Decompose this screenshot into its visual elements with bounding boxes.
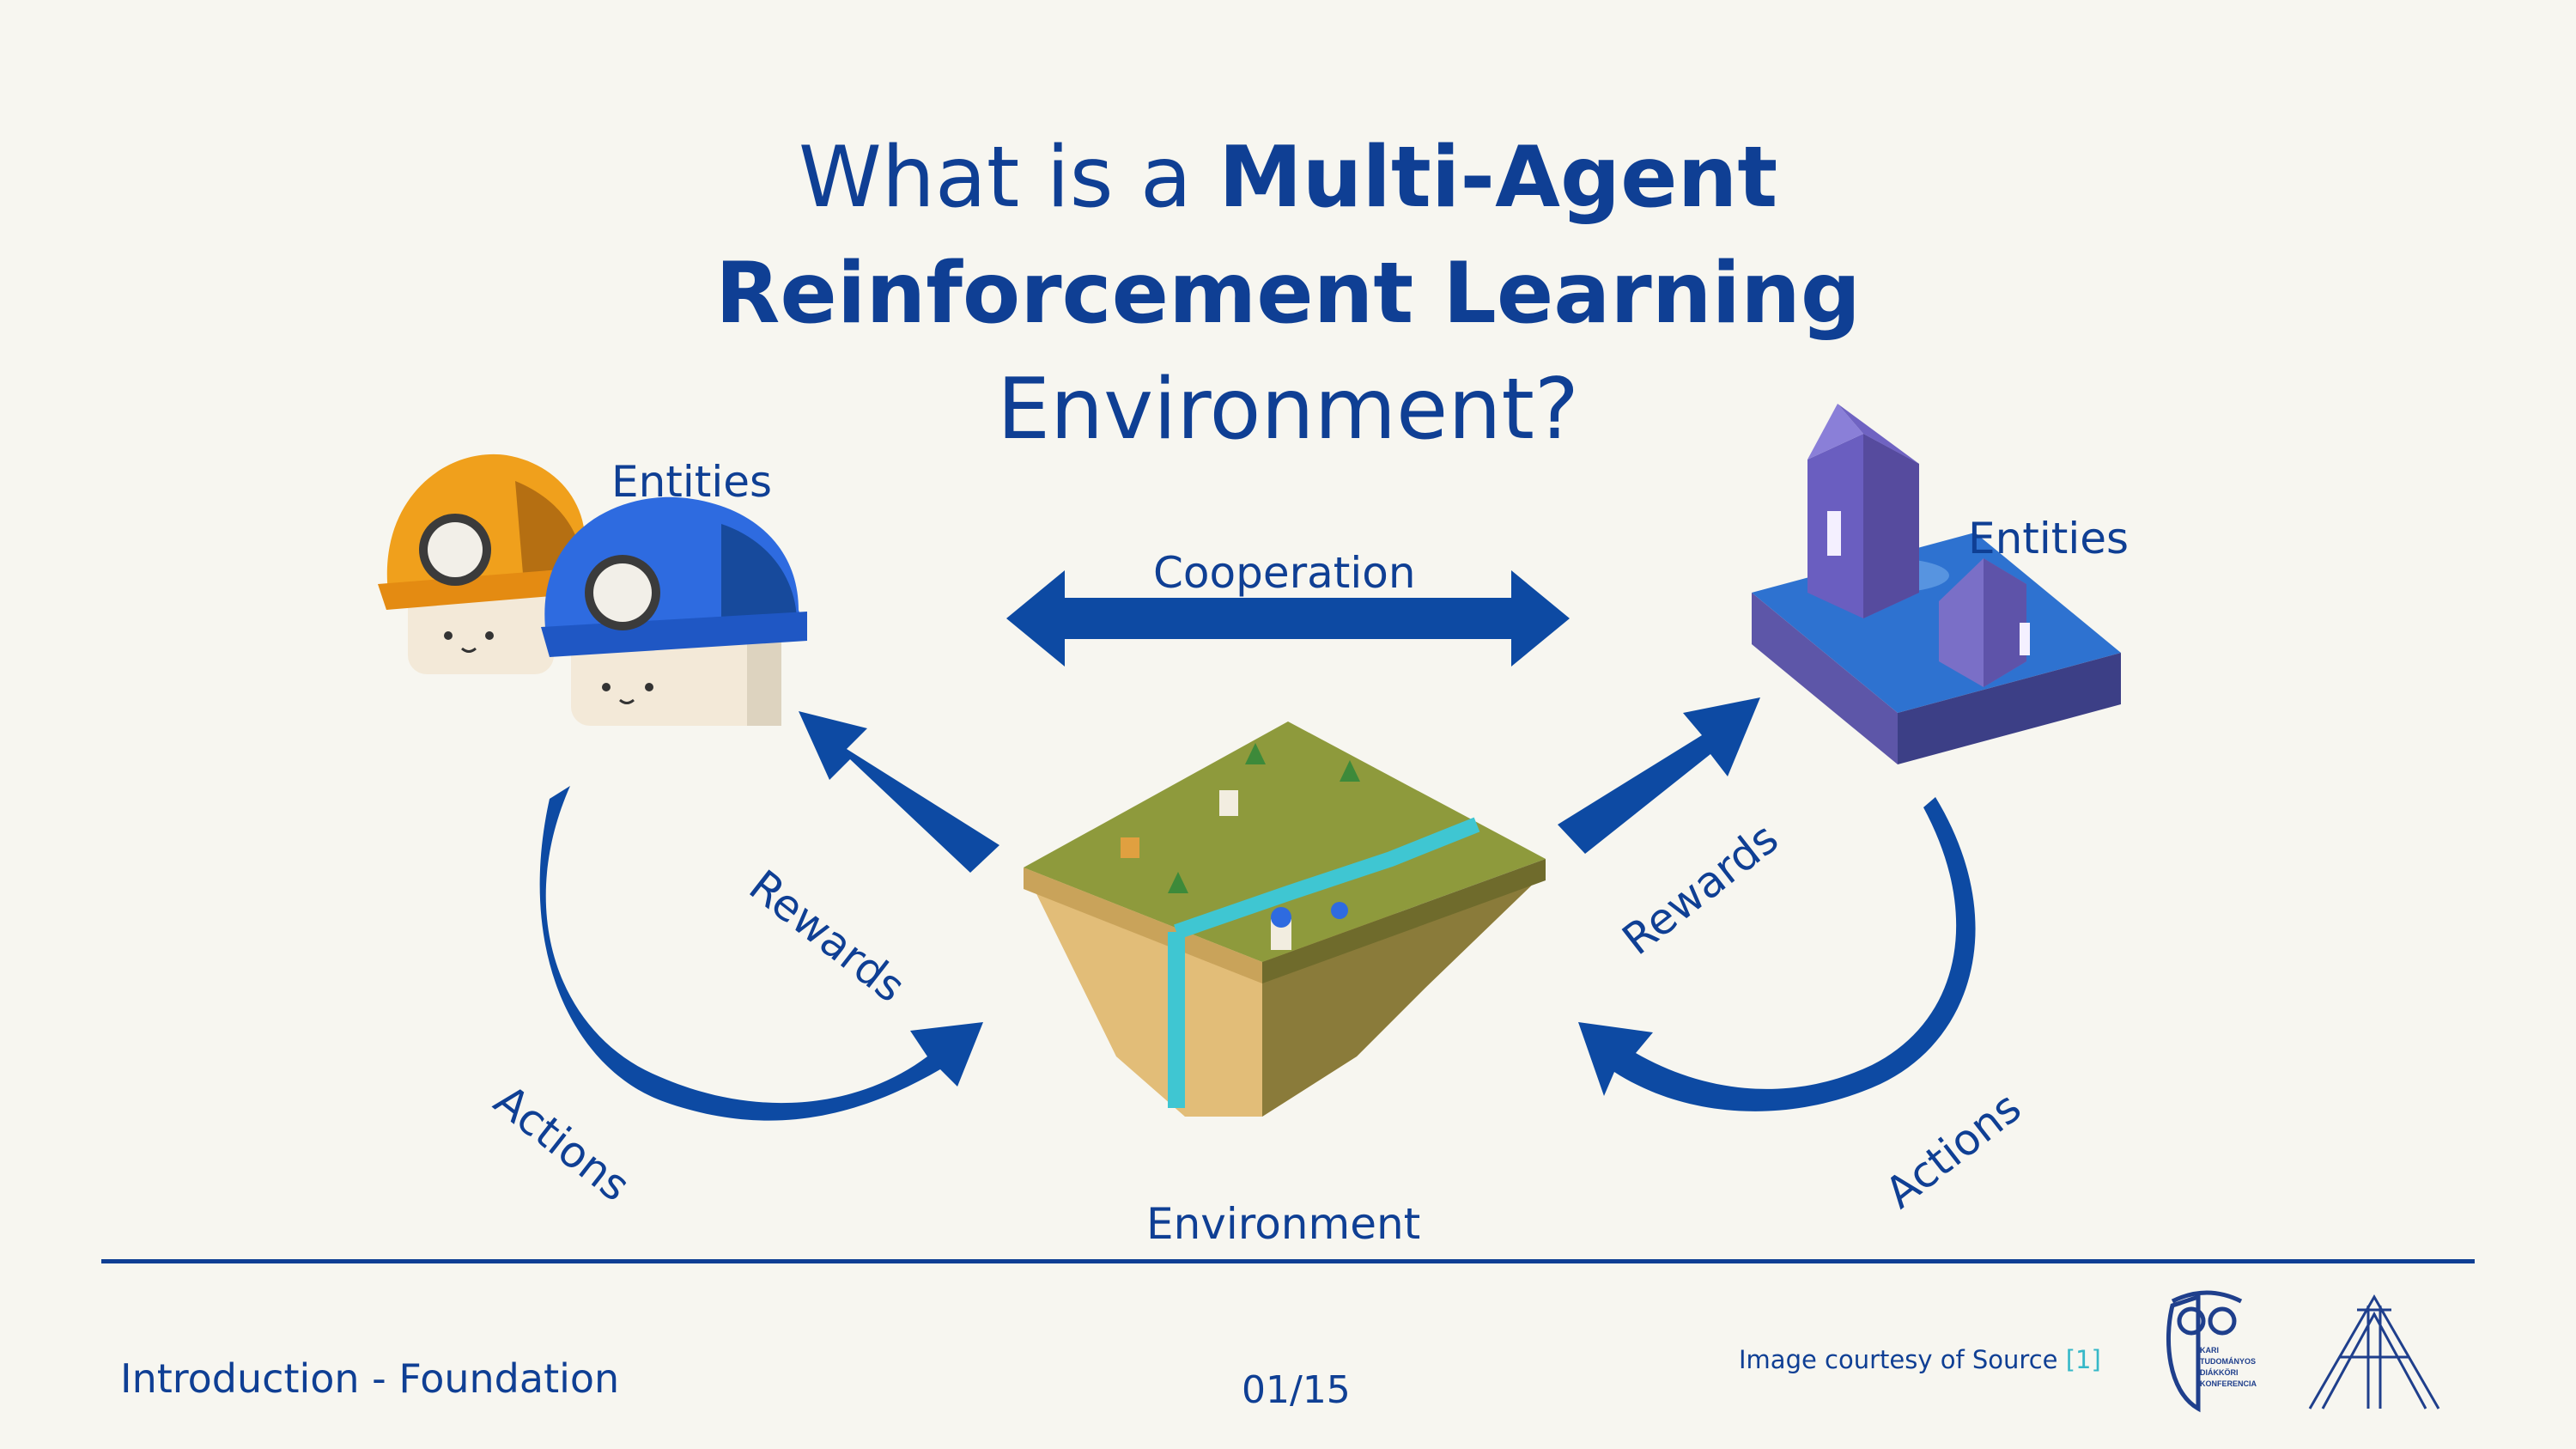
rewards-right-arrow <box>1558 697 1760 854</box>
slide-title: What is a Multi-Agent Reinforcement Lear… <box>0 120 2576 468</box>
logo-text-4: KONFERENCIA <box>2200 1379 2257 1388</box>
footer-divider <box>101 1259 2475 1263</box>
credit-reference-link[interactable]: [1] <box>2065 1345 2101 1374</box>
blue-agent-icon <box>541 496 807 726</box>
logo-text-3: DIÁKKÖRI <box>2200 1368 2239 1377</box>
title-line-1: What is a Multi-Agent <box>0 120 2576 236</box>
cooperation-label: Cooperation <box>1153 548 1416 598</box>
credit-text: Image courtesy of Source <box>1739 1345 2058 1374</box>
logo-text-1: KARI <box>2200 1346 2219 1355</box>
title-line-3: Environment? <box>0 352 2576 468</box>
actions-left-arrow <box>539 786 983 1121</box>
image-credit: Image courtesy of Source [1] <box>1739 1345 2101 1374</box>
ai-logo <box>2308 1294 2440 1409</box>
cooperation-arrow <box>1006 570 1570 667</box>
logo-text-2: TUDOMÁNYOS <box>2200 1357 2256 1366</box>
rewards-left-arrow <box>799 711 999 873</box>
title-bold-1: Multi-Agent <box>1218 129 1778 227</box>
buildings-icon <box>1752 404 2121 764</box>
environment-label: Environment <box>1146 1199 1421 1249</box>
kari-tdk-logo: KARI TUDOMÁNYOS DIÁKKÖRI KONFERENCIA <box>2166 1290 2257 1413</box>
actions-right-arrow <box>1578 797 1976 1111</box>
entities-right-label: Entities <box>1968 514 2129 563</box>
title-suffix: Environment? <box>997 361 1579 459</box>
title-line-2: Reinforcement Learning <box>0 236 2576 352</box>
footer-section: Introduction - Foundation <box>120 1355 620 1402</box>
page-number: 01/15 <box>1242 1368 1351 1412</box>
entities-left-label: Entities <box>611 457 773 507</box>
title-prefix: What is a <box>798 129 1192 227</box>
environment-island-icon <box>1024 721 1546 1117</box>
title-bold-2: Reinforcement Learning <box>714 245 1862 343</box>
orange-agent-icon <box>378 454 601 674</box>
